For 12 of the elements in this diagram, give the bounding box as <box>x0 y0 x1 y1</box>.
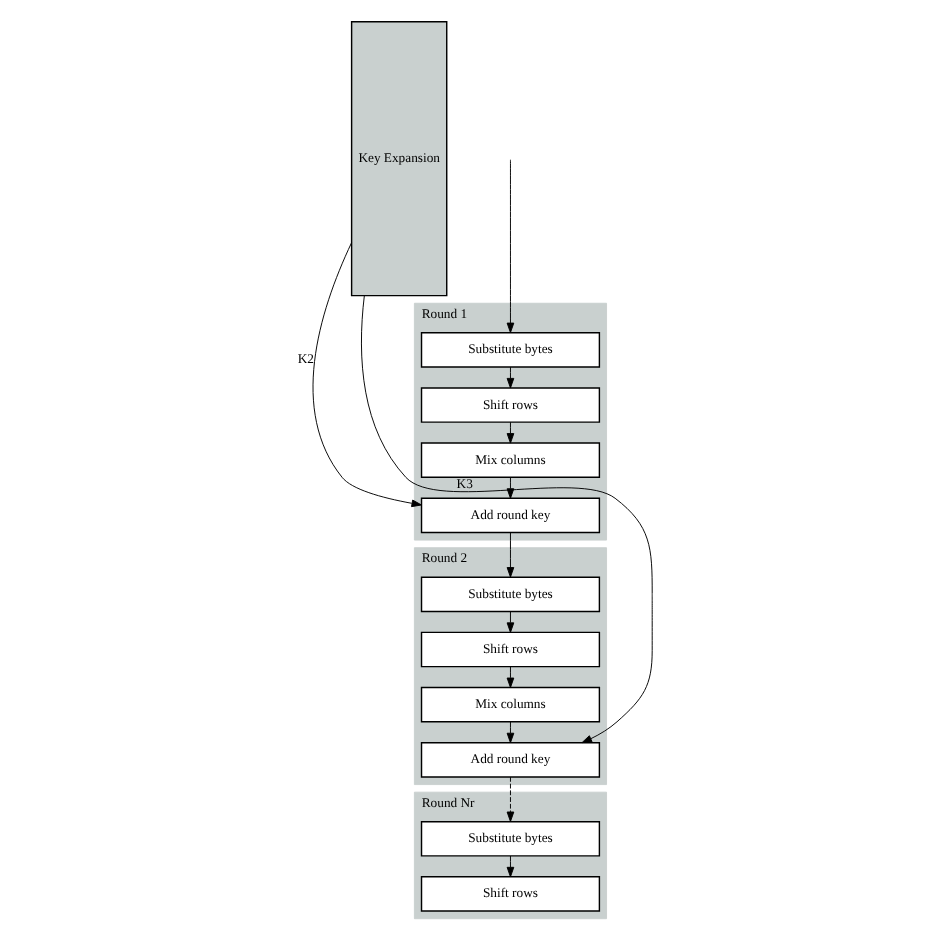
arrow <box>311 242 421 508</box>
arrow <box>505 532 514 578</box>
arrow <box>505 855 514 878</box>
arrow <box>505 666 514 689</box>
arrow <box>505 721 514 744</box>
arrow <box>505 421 514 444</box>
arrow <box>359 295 652 744</box>
arrow <box>505 611 514 633</box>
arrow <box>505 159 514 334</box>
arrow <box>505 366 514 389</box>
arrow <box>505 776 514 822</box>
arrow <box>505 476 514 499</box>
